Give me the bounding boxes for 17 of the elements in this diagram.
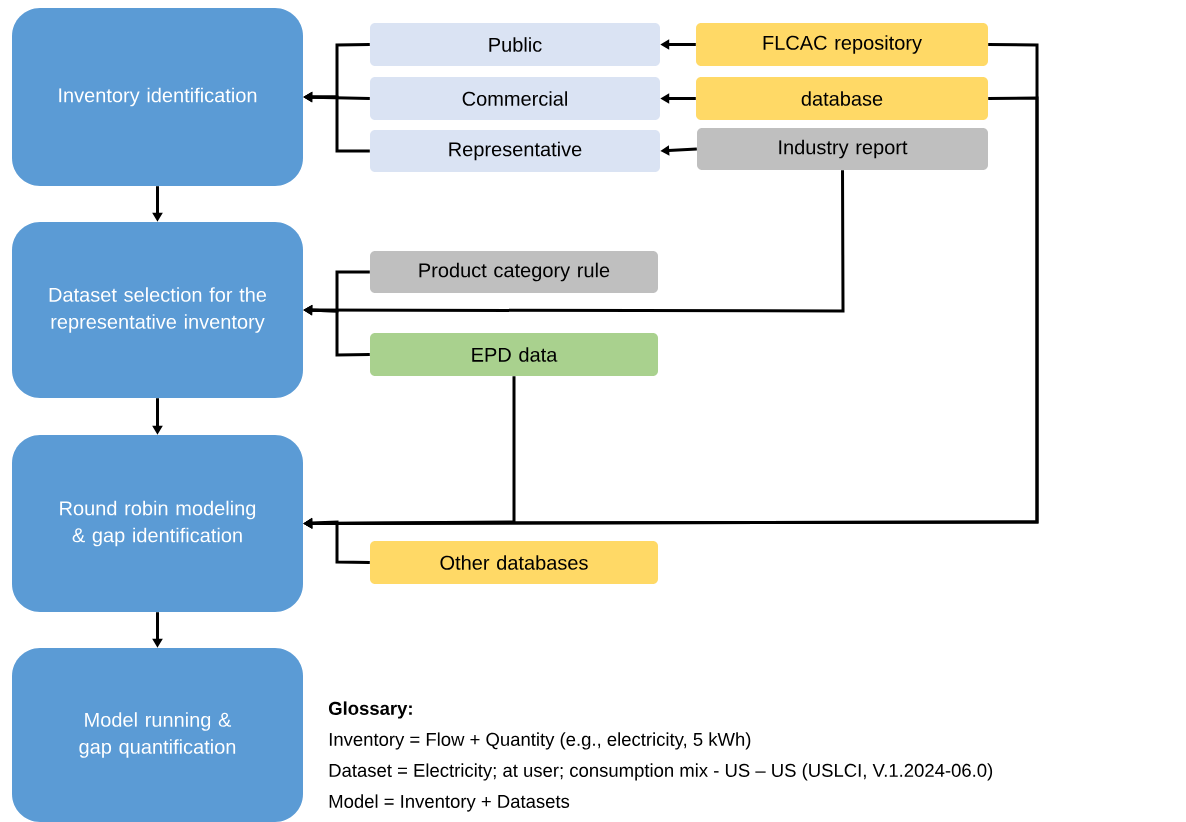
process-box: Round robin modeling & gap identification — [12, 435, 303, 612]
category-box: Commercial — [370, 77, 660, 120]
source-box: Product category rule — [370, 251, 658, 293]
category-box: Representative — [370, 130, 660, 172]
category-box: Public — [370, 23, 660, 66]
process-box: Model running & gap quantification — [12, 648, 303, 822]
glossary-heading: Glossary: — [328, 701, 412, 719]
process-box: Dataset selection for the representative inventory — [12, 222, 303, 398]
source-box: EPD data — [370, 333, 658, 376]
glossary-line: Inventory = Flow + Quantity (e.g., electricity, 5 kWh) — [329, 732, 751, 750]
source-box: FLCAC repository — [696, 23, 988, 66]
source-box: Industry report — [697, 128, 988, 170]
source-box: Other databases — [370, 541, 658, 584]
glossary-line: Model = Inventory + Datasets — [329, 794, 570, 812]
glossary-line: Dataset = Electricity; at user; consumption mix - US – US (USLCI, V.1.2024-06.0) — [329, 763, 993, 781]
process-box: Inventory identification — [12, 8, 303, 186]
source-box: database — [696, 77, 988, 120]
